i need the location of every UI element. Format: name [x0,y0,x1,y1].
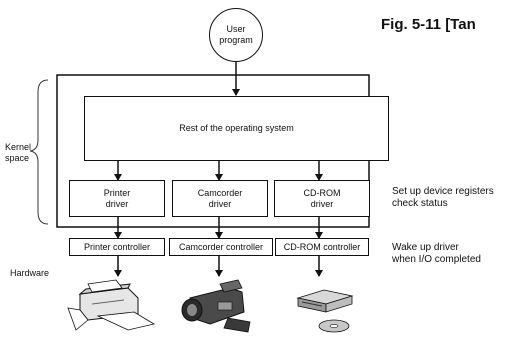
kernel-space-label: Kernel space [5,142,32,163]
camcorder-controller-box: Camcorder controller [169,238,273,256]
cdrom-driver-box: CD-ROM driver [274,180,370,217]
figure-title: Fig. 5-11 [Tan [381,16,476,33]
printer-driver-label: Printer driver [103,187,131,209]
camcorder-controller-label: Camcorder controller [178,241,264,252]
os-rest-label: Rest of the operating system [179,123,294,133]
printer-icon [67,279,156,331]
cdrom-driver-label: CD-ROM driver [303,187,341,209]
cdrom-drive-icon [296,289,354,333]
camcorder-driver-box: Camcorder driver [172,180,268,217]
printer-controller-label: Printer controller [83,241,151,252]
printer-driver-box: Printer driver [69,180,165,217]
driver-annotation: Set up device registers check status [392,186,494,209]
camcorder-driver-label: Camcorder driver [197,187,243,209]
user-program-node: User program [209,8,263,62]
cdrom-controller-box: CD-ROM controller [275,238,369,256]
hardware-label: Hardware [10,268,50,278]
printer-controller-box: Printer controller [69,238,165,256]
controller-annotation: Wake up driver when I/O completed [392,242,481,265]
cdrom-controller-label: CD-ROM controller [283,241,361,252]
os-rest-box: Rest of the operating system [84,96,389,161]
camcorder-icon [181,279,251,333]
user-program-label: User program [219,24,253,45]
kernel-brace [29,79,49,225]
